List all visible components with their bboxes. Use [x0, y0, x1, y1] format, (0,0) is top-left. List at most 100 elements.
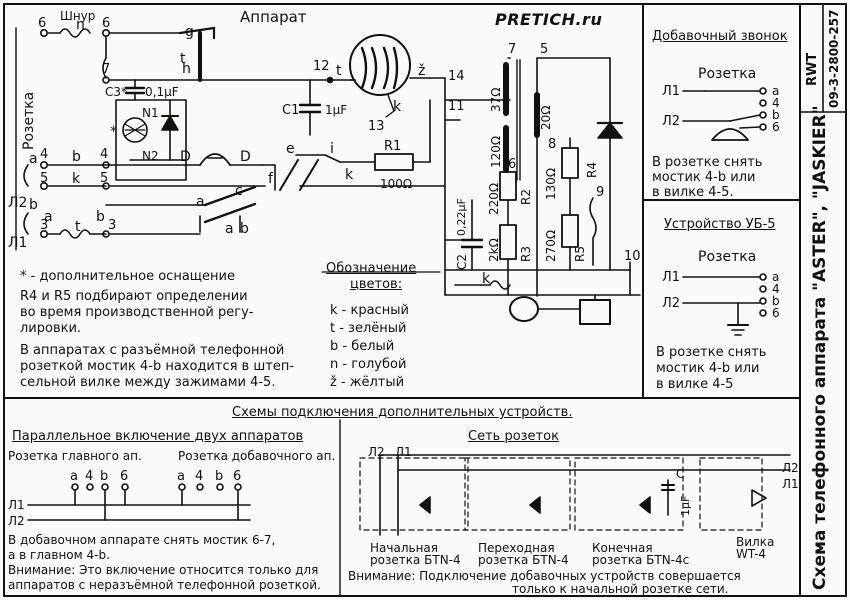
legend-subtitle: цветов:: [350, 277, 403, 292]
pin-label: 6: [233, 469, 242, 484]
ub5-pin: a: [772, 270, 780, 284]
legend-title: Обозначение: [326, 261, 417, 276]
network-warning: только к начальной розетке сети.: [512, 582, 729, 596]
ub5-title: Устройство УБ-5: [664, 217, 776, 232]
ub5-socket-label: Розетка: [698, 249, 757, 265]
switch-c: c: [235, 183, 243, 199]
term-6: 6: [38, 16, 47, 31]
line-l2-label: Л2: [8, 195, 28, 211]
term-6: 6: [102, 16, 111, 31]
legend-item: ž - жёлтый: [330, 375, 405, 390]
cord-label: Шнур: [60, 9, 96, 23]
main-socket-label: Розетка главного ап.: [8, 449, 142, 463]
ub5-l1: Л1: [662, 270, 681, 285]
socket-vertical-label: Розетка: [21, 91, 37, 150]
apparatus-title: Аппарат: [240, 8, 307, 26]
wire-t: t: [75, 219, 81, 235]
pin-label: b: [215, 469, 224, 484]
wire-k: k: [72, 171, 81, 187]
term-10: 10: [624, 249, 641, 264]
c1-label: C1: [282, 103, 300, 118]
bell-pin: 6: [772, 120, 780, 134]
term-12: 12: [313, 59, 330, 74]
r37-label: 37Ω: [489, 87, 503, 112]
r4-label: R4: [585, 162, 599, 178]
network-title: Сеть розеток: [468, 429, 559, 444]
note-line: * - дополнительное оснащение: [20, 269, 235, 284]
parallel-note: В добавочном аппарате снять мостик 6-7,: [8, 533, 276, 547]
ub5-note: В розетке снять: [656, 345, 767, 360]
term-13: 13: [368, 119, 385, 134]
n1-label: N1: [142, 106, 159, 120]
bell-note: мостик 4-b или: [652, 170, 756, 185]
note-line: во время производственной регу-: [20, 305, 254, 320]
c3-label: C3*: [105, 85, 128, 99]
outlet-2: Переходная: [478, 541, 555, 555]
r2k-label: 2kΩ: [487, 238, 501, 262]
switch-e: e: [286, 141, 295, 157]
extra-socket-label: Розетка добавочного ап.: [178, 449, 336, 463]
term-7b: 7: [508, 42, 517, 57]
r120-label: 120Ω: [489, 135, 503, 168]
pin-label: 4: [85, 469, 94, 484]
line-l1-label: Л1: [8, 235, 28, 251]
code-number: 09-3-2800-257: [827, 9, 841, 108]
note-line: R4 и R5 подбирают определении: [20, 289, 248, 304]
ub5-note: мостик 4-b или: [656, 361, 760, 376]
switch-g: g: [185, 24, 194, 40]
pin-b: b: [29, 197, 38, 213]
wire-z: ž: [418, 63, 426, 79]
wire-k: k: [482, 271, 491, 287]
net-l1: Л1: [395, 445, 412, 459]
bell-pin: b: [772, 108, 780, 122]
c3-value: 0,1μF: [145, 85, 179, 99]
legend-item: k - красный: [330, 303, 409, 318]
legend-item: b - белый: [330, 339, 395, 354]
outer-frame: [4, 4, 846, 596]
outlet-3: розетка БТN-4с: [592, 553, 690, 567]
outlet-3: Конечная: [592, 541, 653, 555]
term-4: 4: [100, 147, 109, 162]
plug-l1: Л1: [782, 477, 799, 491]
switch-f: f: [268, 171, 273, 187]
wire-t: t: [180, 51, 186, 67]
ub5-pin: 6: [772, 306, 780, 320]
r2-label: R2: [519, 189, 533, 205]
switch-a: a: [225, 221, 234, 237]
parallel-l2: Л2: [8, 514, 25, 528]
outlet-1: розетка БТN-4: [370, 553, 461, 567]
note-line: сельной вилке между зажимами 4-5.: [20, 375, 276, 390]
bell-title: Добавочный звонок: [652, 29, 788, 44]
term-7: 7: [102, 62, 111, 77]
term-14: 14: [448, 69, 465, 84]
wire-d: D: [180, 149, 191, 165]
note-line: лировки.: [20, 321, 82, 336]
parallel-note: аппаратов с неразъёмной телефонной розет…: [8, 578, 321, 592]
wire-n: n: [76, 17, 85, 33]
c1-value: 1μF: [325, 103, 348, 117]
term-9: 9: [596, 185, 605, 200]
r20-label: 20Ω: [539, 105, 553, 130]
watermark: PRETICH.ru: [495, 10, 603, 29]
legend-item: n - голубой: [330, 357, 407, 372]
switch-i: i: [330, 141, 334, 157]
plug-label: Вилка: [736, 535, 775, 549]
ub5-pin: b: [772, 294, 780, 308]
term-5: 5: [100, 171, 109, 186]
switch-h: h: [182, 61, 191, 77]
bell-note: в вилке 4-5.: [652, 185, 734, 200]
c2-label: C2: [455, 253, 469, 270]
switch-b: b: [240, 221, 249, 237]
wire-k: k: [393, 99, 402, 115]
r130-label: 130Ω: [544, 167, 558, 200]
legend-item: t - зелёный: [330, 321, 407, 336]
parallel-l1: Л1: [8, 498, 25, 512]
term-5c: 5: [540, 42, 549, 57]
parallel-title: Параллельное включение двух аппаратов: [12, 429, 304, 444]
term-5: 5: [40, 171, 49, 186]
pin-a: a: [44, 209, 53, 225]
bell-pin: a: [772, 84, 780, 98]
r270-label: 270Ω: [544, 229, 558, 262]
